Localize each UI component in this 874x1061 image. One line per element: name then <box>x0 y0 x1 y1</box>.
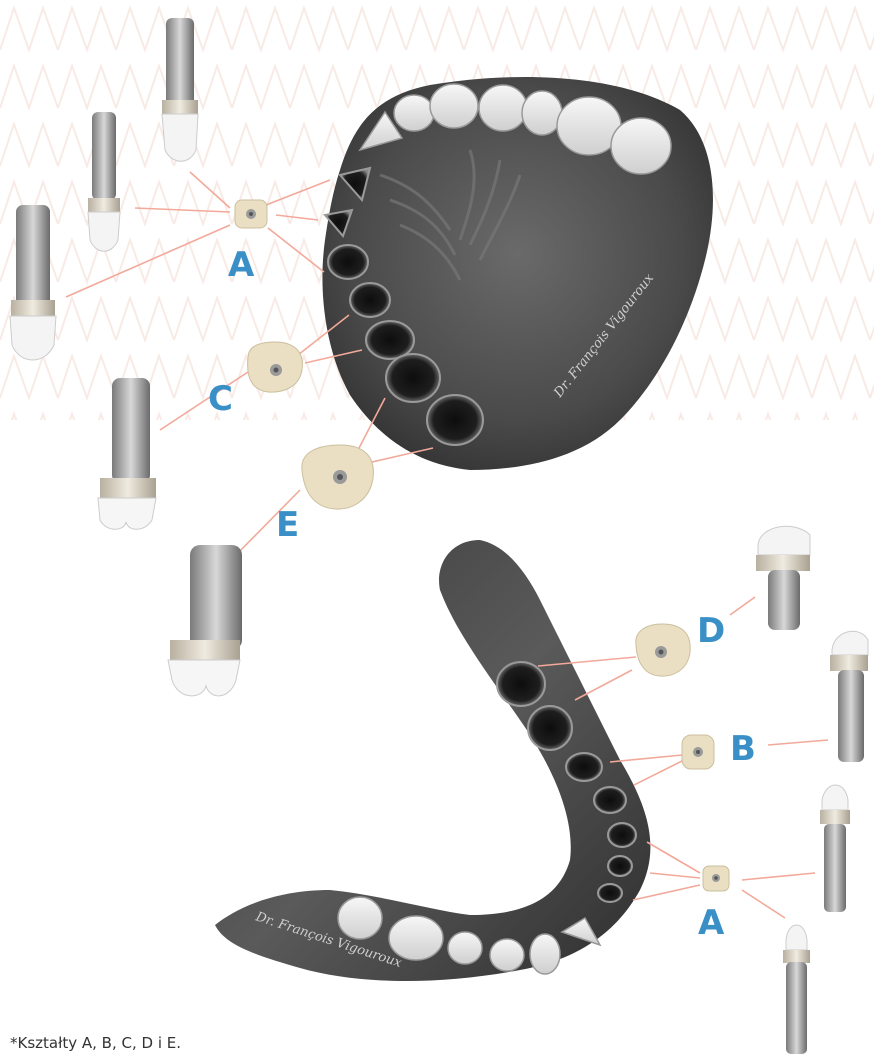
label-lower-a: A <box>698 906 724 940</box>
abutment-chip-upper-a <box>235 200 267 228</box>
implant-lower-a1 <box>820 785 850 912</box>
lower-arch: Dr. François Vigouroux <box>215 540 650 981</box>
abutment-chip-lower-a <box>703 866 729 891</box>
abutment-chip-lower-d <box>636 624 690 676</box>
abutment-chip-lower-b <box>682 735 714 769</box>
implant-lower-b <box>830 631 868 762</box>
label-lower-d: D <box>697 614 725 648</box>
implant-upper-3 <box>10 205 56 360</box>
implant-upper-e <box>168 545 242 696</box>
label-upper-a: A <box>228 248 254 282</box>
label-upper-c: C <box>208 382 233 416</box>
label-lower-b: B <box>730 732 756 766</box>
abutment-chip-upper-c <box>248 342 303 392</box>
label-upper-e: E <box>276 508 299 542</box>
implant-upper-2 <box>88 112 120 251</box>
implant-lower-d <box>756 526 810 630</box>
implant-lower-a2 <box>783 925 810 1054</box>
footnote: *Kształty A, B, C, D i E. <box>10 1034 181 1052</box>
implant-upper-1 <box>162 18 198 161</box>
abutment-chip-upper-e <box>302 445 374 509</box>
